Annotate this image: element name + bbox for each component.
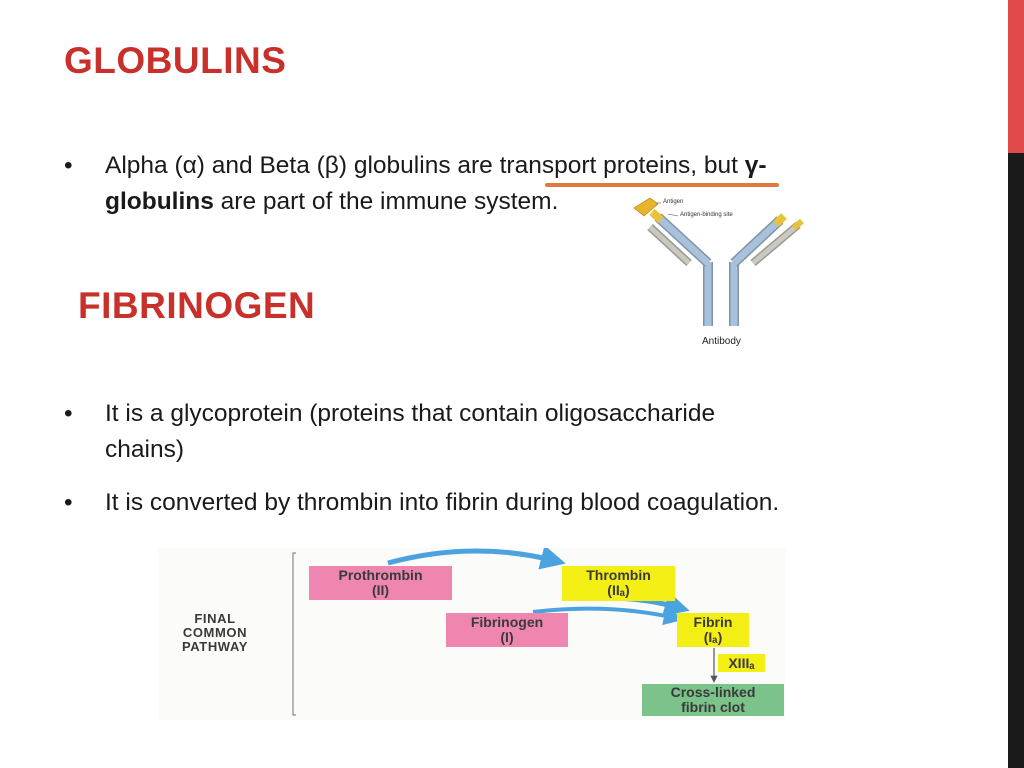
antigen-shape	[633, 197, 659, 217]
fibrinogen-code: (I)	[500, 629, 514, 645]
fibrin-name: Fibrin	[693, 614, 733, 630]
highlight-underline	[545, 183, 779, 187]
thrombin-box: Thrombin (IIₐ)	[562, 566, 675, 601]
slide-edge-accent-dark	[1008, 153, 1024, 768]
heading-globulins: GLOBULINS	[64, 40, 287, 81]
fibrinogen-box: Fibrinogen (I)	[446, 613, 568, 647]
arrow-fibrinogen-to-fibrin	[532, 605, 684, 626]
side-label-line: PATHWAY	[181, 639, 249, 654]
globulins-bold: globulins	[105, 188, 214, 215]
antibody-illustration	[633, 197, 804, 326]
binding-site-leader-line	[667, 213, 679, 217]
factor-xiiia-label: XIIIₐ	[718, 654, 765, 672]
bullet-dot: •	[64, 489, 73, 516]
slide-edge-accent-red	[1008, 0, 1024, 153]
final-common-pathway-label: FINAL COMMON PATHWAY	[160, 612, 270, 654]
side-label-line: COMMON	[182, 625, 248, 640]
bullet-dot: •	[64, 400, 73, 427]
side-label-line: FINAL	[194, 611, 236, 626]
bullet-glycoprotein: • It is a glycoprotein (proteins that co…	[64, 396, 894, 468]
antibody-label: Antibody	[702, 336, 741, 347]
bullet-text-part: are part of the immune system.	[213, 188, 559, 215]
antibody-right-arm	[729, 216, 801, 326]
clot-line: fibrin clot	[681, 699, 745, 715]
prothrombin-name: Prothrombin	[338, 567, 423, 583]
fibrin-code: (Iₐ)	[703, 629, 723, 645]
antibody-left-arm	[647, 213, 713, 326]
bullet-globulins: • Alpha (α) and Beta (β) globulins are t…	[64, 148, 884, 228]
coagulation-pathway-diagram: FINAL COMMON PATHWAY Prothrombin (II) Th…	[158, 548, 786, 720]
cross-linked-fibrin-clot-box: Cross-linked fibrin clot	[642, 684, 784, 716]
prothrombin-code: (II)	[371, 582, 390, 598]
bullet-thrombin-conversion: • It is converted by thrombin into fibri…	[64, 485, 894, 521]
thrombin-name: Thrombin	[586, 567, 651, 583]
bullet-text-part: , but	[690, 152, 745, 179]
arrow-prothrombin-to-thrombin	[387, 548, 566, 570]
fibrin-box: Fibrin (Iₐ)	[677, 613, 749, 647]
antibody-tips	[649, 209, 804, 231]
pathway-bracket	[292, 552, 296, 716]
clot-line: Cross-linked	[670, 684, 756, 700]
thrombin-code: (IIₐ)	[607, 582, 630, 598]
highlight-transport-proteins: transport proteins	[499, 152, 691, 179]
antigen-binding-site-label: Antigen-binding site	[680, 212, 733, 218]
fibrinogen-name: Fibrinogen	[470, 614, 544, 630]
bullet-dot: •	[64, 152, 73, 179]
bullet-text-line: chains)	[105, 436, 184, 463]
heading-fibrinogen: FIBRINOGEN	[78, 285, 316, 326]
bullet-text-part: Alpha (α) and Beta (β) globulins are	[105, 152, 500, 179]
bullet-text-line: It is converted by thrombin into fibrin …	[105, 489, 780, 516]
antigen-label: Antigen	[663, 199, 684, 205]
bullet-text-line: It is a glycoprotein (proteins that cont…	[105, 400, 716, 427]
prothrombin-box: Prothrombin (II)	[309, 566, 452, 600]
gamma-prefix: γ-	[744, 152, 767, 179]
